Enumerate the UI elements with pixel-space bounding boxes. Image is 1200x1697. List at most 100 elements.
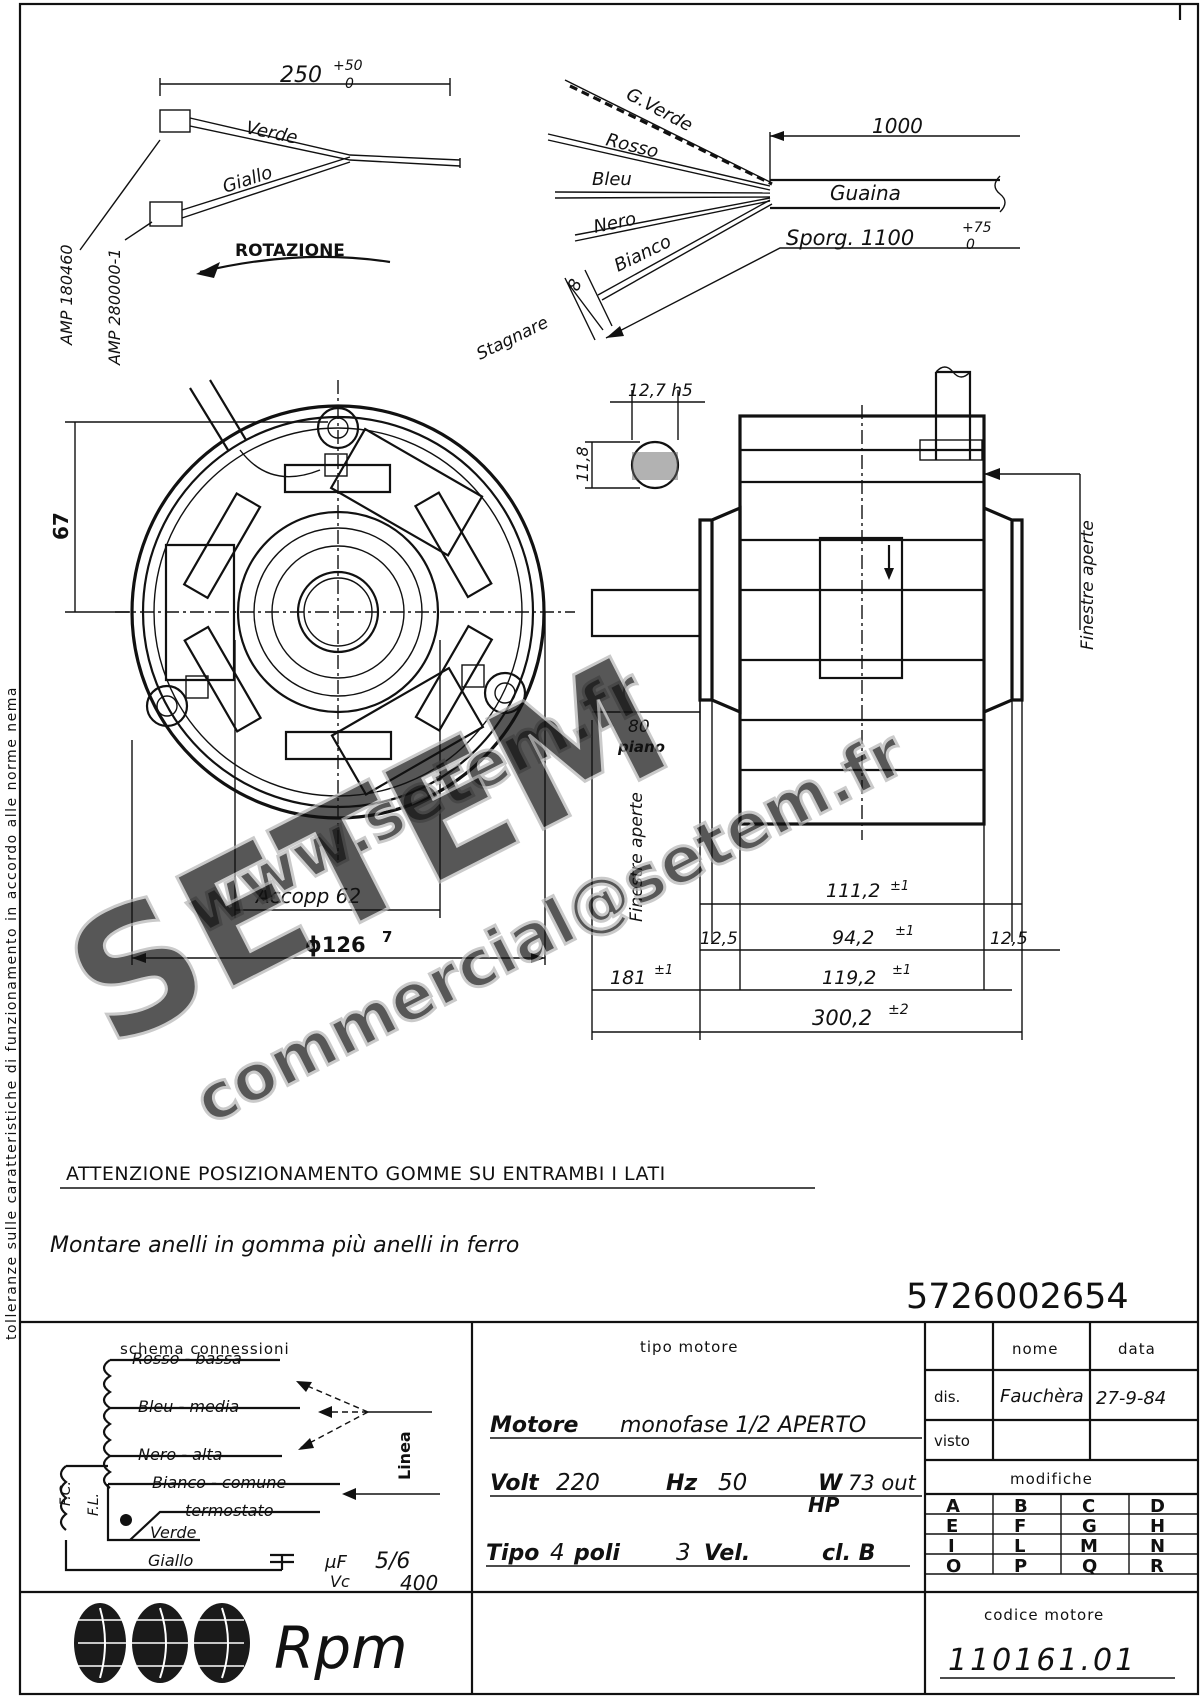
sheath-length: 1000: [872, 114, 923, 138]
volt-value: 220: [556, 1470, 600, 1496]
dim-300: 300,2: [812, 1006, 872, 1030]
mount-note: Montare anelli in gomma più anelli in fe…: [50, 1233, 519, 1258]
speeds-label: Vel.: [704, 1541, 750, 1566]
schema-fc: F.C.: [58, 1481, 74, 1506]
volt-label: Volt: [490, 1471, 540, 1496]
flat-label: piano: [617, 738, 665, 756]
dim-94: 94,2: [832, 927, 874, 949]
schema-verde: Verde: [150, 1523, 197, 1542]
mod-letter: H: [1150, 1516, 1165, 1537]
dim-181: 181: [610, 967, 646, 989]
shaft-dim: 12,7 h5: [628, 381, 693, 401]
mod-letter: A: [946, 1496, 960, 1517]
dim-12-5-right: 12,5: [990, 929, 1028, 949]
right-cable: G.Verde Rosso Bleu Nero Bianco 1000 Guai…: [473, 79, 1020, 365]
codice-label: codice motore: [984, 1606, 1104, 1624]
side-view: 12,7 h5 11,8 80 piano Finestre aperte Fi…: [573, 366, 1098, 1040]
mod-letter: D: [1150, 1496, 1165, 1517]
dim-111: 111,2: [826, 880, 880, 902]
schema-bianco: Bianco - comune: [152, 1473, 286, 1492]
wire-nero-label: Nero: [592, 208, 638, 237]
overhang-label: Sporg. 1100: [786, 226, 914, 250]
row-dis: dis.: [934, 1388, 960, 1406]
svg-text:±1: ±1: [895, 924, 914, 939]
svg-text:0: 0: [966, 237, 975, 253]
motor-type: monofase 1/2 APERTO: [620, 1413, 866, 1438]
coupling-dim: Accopp 62: [254, 884, 361, 908]
motor-header: tipo motore: [640, 1338, 738, 1356]
mod-letter: N: [1150, 1536, 1165, 1557]
svg-text:±1: ±1: [892, 963, 911, 978]
strip-length: 8: [564, 276, 587, 294]
title-block: schema connessioni Rosso - bassa Bleu - …: [20, 1320, 1198, 1694]
tipo-label: Tipo: [486, 1541, 539, 1566]
flat-dim: 11,8: [573, 446, 592, 482]
svg-text:±1: ±1: [654, 963, 673, 978]
connector-top: [159, 109, 191, 133]
schema-linea: Linea: [395, 1431, 414, 1480]
mod-letter: P: [1014, 1556, 1027, 1577]
schema-termostato: termostato: [185, 1501, 274, 1520]
thermostat-icon: [120, 1514, 132, 1526]
capacitor-unit: μF: [324, 1552, 347, 1573]
connector-label-2: AMP 280000-1: [105, 248, 124, 366]
mod-letter: I: [948, 1536, 955, 1557]
schema-rosso: Rosso - bassa: [132, 1349, 242, 1368]
col-data: data: [1118, 1340, 1156, 1358]
rpm-logo-text: Rpm: [274, 1614, 408, 1682]
hz-label: Hz: [666, 1471, 697, 1496]
hz-value: 50: [718, 1470, 747, 1496]
wire-giallo-label: Giallo: [220, 162, 275, 198]
dim-12-5-left: 12,5: [700, 929, 738, 949]
mod-letter: M: [1080, 1536, 1098, 1557]
drawing-number: 5726002654: [906, 1277, 1129, 1317]
mod-letter: B: [1014, 1496, 1028, 1517]
schema-fl: F.L.: [86, 1493, 102, 1516]
schema-bleu: Bleu - media: [138, 1397, 239, 1416]
schema-nero: Nero - alta: [138, 1445, 222, 1464]
svg-text:±2: ±2: [888, 1002, 909, 1018]
windows-right-label: Finestre aperte: [1078, 520, 1098, 650]
svg-text:+75: +75: [962, 220, 992, 236]
front-view: 67 Accopp 62 ϕ126 7: [49, 379, 575, 965]
wire-rosso-label: Rosso: [604, 129, 661, 162]
svg-text:+50: +50: [333, 58, 363, 74]
svg-text:0: 0: [345, 76, 354, 92]
mod-letter: O: [946, 1556, 961, 1577]
windows-left-label: Finestre aperte: [627, 792, 647, 922]
row-visto: visto: [934, 1432, 970, 1450]
svg-text:7: 7: [382, 928, 392, 946]
w-label: W: [818, 1471, 844, 1496]
diameter-dim: ϕ126: [305, 933, 366, 957]
schema-giallo: Giallo: [148, 1551, 194, 1570]
left-cable: 250 +50 0 Verde Giallo AMP 180460 AMP 28…: [57, 58, 461, 366]
dim-119: 119,2: [822, 967, 876, 989]
flat-length: 80: [628, 717, 650, 737]
poles-label: poli: [573, 1541, 620, 1566]
codice-motore: 110161.01: [948, 1643, 1137, 1678]
capacitor-voltage: 400: [400, 1571, 438, 1595]
rotation-arrow-icon: [196, 262, 220, 278]
connector-bottom: [149, 201, 183, 227]
mod-letter: Q: [1082, 1556, 1097, 1577]
sheet-frame: [18, 2, 1200, 1696]
svg-text:±1: ±1: [890, 879, 909, 894]
mod-letter: G: [1082, 1516, 1097, 1537]
side-note: tolleranze sulle caratteristiche di funz…: [4, 686, 20, 1340]
wire-bleu-label: Bleu: [592, 169, 632, 190]
motor-label: Motore: [490, 1413, 578, 1438]
w-value: 73 out: [848, 1471, 917, 1495]
mod-letter: C: [1082, 1496, 1095, 1517]
tin-label: Stagnare: [473, 313, 551, 365]
dis-date: 27-9-84: [1096, 1388, 1166, 1409]
dis-name: Fauchèra: [1000, 1386, 1084, 1407]
left-cable-length: 250: [280, 63, 322, 88]
poles-value: 4: [550, 1540, 565, 1566]
connector-label-1: AMP 180460: [57, 244, 76, 346]
mod-letter: F: [1014, 1516, 1026, 1537]
sheath-label: Guaina: [830, 181, 901, 205]
modifiche-grid: A B C D E F G H I L M N O P Q R: [946, 1496, 1165, 1577]
attention-note: ATTENZIONE POSIZIONAMENTO GOMME SU ENTRA…: [66, 1163, 666, 1185]
hp-label: HP: [808, 1493, 840, 1517]
